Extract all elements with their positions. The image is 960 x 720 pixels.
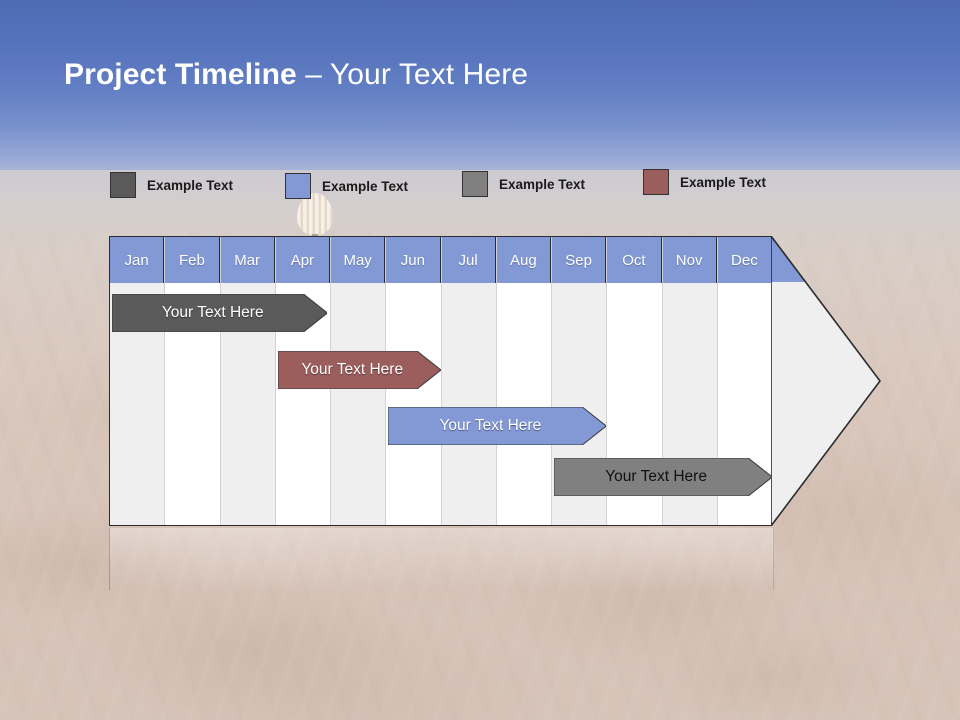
gantt-task-bar[interactable]: Your Text Here — [277, 351, 441, 389]
month-header-nov[interactable]: Nov — [662, 237, 717, 283]
page-title-bold: Project Timeline — [64, 58, 297, 91]
legend-swatch — [285, 173, 311, 199]
gantt-task-label: Your Text Here — [605, 468, 707, 485]
hot-air-balloon-icon — [297, 193, 333, 241]
gantt-column-feb: Feb — [165, 237, 221, 525]
gantt-column-dec: Dec — [717, 237, 771, 525]
gantt-task-bar[interactable]: Your Text Here — [554, 458, 773, 496]
gantt-column-mar: Mar — [220, 237, 276, 525]
gantt-column-jun: Jun — [386, 237, 442, 525]
gantt-column-jan: Jan — [110, 237, 166, 525]
month-header-aug[interactable]: Aug — [496, 237, 551, 283]
page-title: Project Timeline – Your Text Here — [64, 58, 528, 92]
legend-label: Example Text — [322, 178, 409, 194]
gantt-task-bar[interactable]: Your Text Here — [112, 294, 328, 332]
page-title-rest: – Your Text Here — [296, 58, 529, 91]
legend: Example Text Example Text Example Text Exam… — [110, 168, 830, 199]
month-header-may[interactable]: May — [331, 237, 386, 283]
legend-swatch — [643, 169, 669, 195]
timeline-arrowhead — [771, 236, 881, 526]
gantt-task-bar-shape — [388, 407, 607, 445]
gantt-column-aug: Aug — [496, 237, 552, 525]
month-header-feb[interactable]: Feb — [165, 237, 220, 283]
legend-item: Example Text — [110, 172, 233, 198]
gantt-task-bar[interactable]: Your Text Here — [388, 407, 607, 445]
month-header-mar[interactable]: Mar — [220, 237, 275, 283]
month-header-jun[interactable]: Jun — [386, 237, 441, 283]
legend-swatch — [462, 171, 488, 197]
legend-label: Example Text — [499, 176, 586, 192]
legend-item: Example Text — [643, 169, 766, 195]
gantt-task-label: Your Text Here — [301, 361, 404, 378]
legend-label: Example Text — [147, 177, 234, 193]
gantt-task-bar-shape — [277, 351, 441, 389]
legend-item: Example Text — [285, 173, 408, 199]
month-header-apr[interactable]: Apr — [275, 237, 330, 283]
legend-item: Example Text — [462, 171, 585, 197]
legend-label: Example Text — [680, 174, 767, 190]
month-header-oct[interactable]: Oct — [607, 237, 662, 283]
month-header-dec[interactable]: Dec — [717, 237, 771, 283]
gantt-task-label: Your Text Here — [161, 304, 264, 321]
gantt-task-label: Your Text Here — [439, 417, 542, 434]
month-header-jan[interactable]: Jan — [110, 237, 165, 283]
gantt-column-jul: Jul — [441, 237, 497, 525]
legend-swatch — [110, 172, 136, 198]
gantt-column-oct: Oct — [607, 237, 663, 525]
month-header-sep[interactable]: Sep — [552, 237, 607, 283]
gantt-task-bar-shape — [554, 458, 773, 496]
gantt-task-bar-shape — [112, 294, 328, 332]
month-header-jul[interactable]: Jul — [441, 237, 496, 283]
